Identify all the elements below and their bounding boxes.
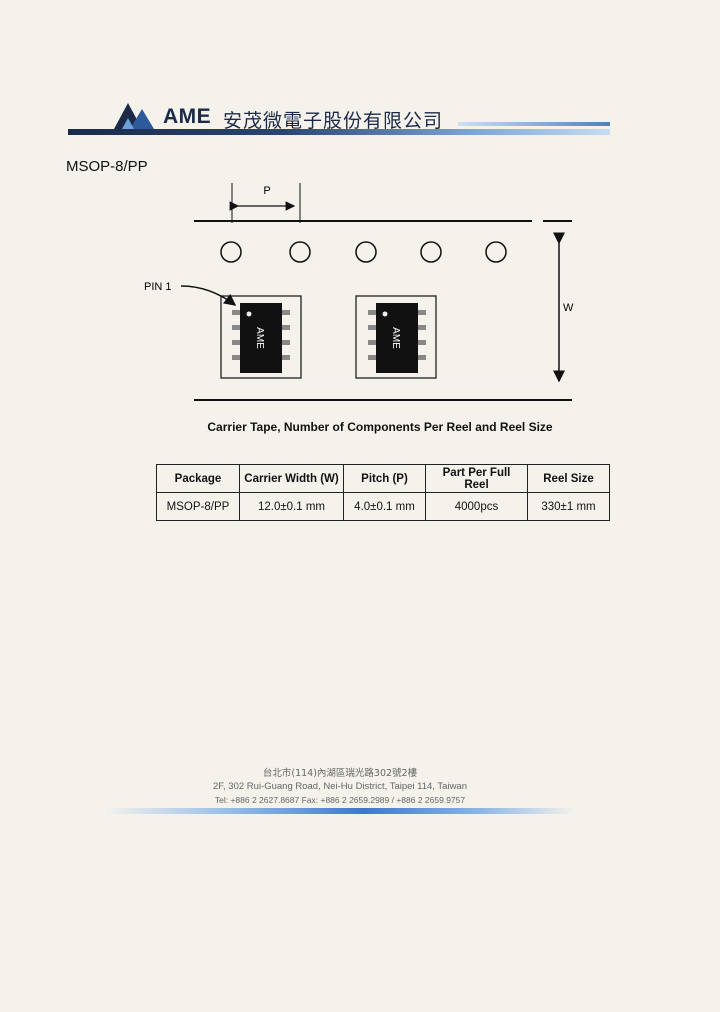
table-cell: 330±1 mm	[527, 492, 610, 521]
company-name-chinese: 安茂微電子股份有限公司	[223, 110, 444, 132]
table-cell: 4000pcs	[425, 492, 528, 521]
component-pocket	[355, 295, 437, 379]
msop-chip	[368, 303, 426, 373]
table-header-row: Package Carrier Width (W) Pitch (P) Part…	[156, 464, 610, 493]
carrier-tape-diagram: P W PIN 1 AME AME	[140, 175, 600, 410]
package-title: MSOP-8/PP	[66, 158, 148, 175]
carrier-tape-drawing: P W PIN 1 AME AME	[144, 183, 574, 401]
ame-logo-icon	[114, 103, 154, 129]
pitch-label: P	[263, 185, 270, 197]
column-header: Pitch (P)	[343, 464, 426, 493]
footer-address-english: 2F, 302 Rui-Guang Road, Nei-Hu District,…	[213, 781, 467, 792]
reel-spec-table: Package Carrier Width (W) Pitch (P) Part…	[156, 464, 610, 521]
brand-name: AME	[163, 105, 212, 128]
component-pocket	[220, 295, 302, 379]
table-cell: 12.0±0.1 mm	[239, 492, 344, 521]
sprocket-hole	[220, 241, 242, 263]
footer-address-chinese: 台北市(114)內湖區瑞光路302號2樓	[262, 768, 418, 779]
sprocket-hole	[289, 241, 311, 263]
chip-marking: AME	[390, 327, 401, 349]
header-accent-bar	[458, 122, 610, 126]
column-header: Part Per Full Reel	[425, 464, 528, 493]
column-header: Carrier Width (W)	[239, 464, 344, 493]
page-header: AME 安茂微電子股份有限公司	[68, 95, 610, 137]
msop-chip	[232, 303, 290, 373]
page-footer: 台北市(114)內湖區瑞光路302號2樓 2F, 302 Rui-Guang R…	[100, 765, 580, 825]
footer-rule	[105, 808, 575, 814]
sprocket-hole	[355, 241, 377, 263]
pin1-leader-arrow	[180, 285, 237, 306]
diagram-caption: Carrier Tape, Number of Components Per R…	[207, 420, 553, 434]
table-cell: 4.0±0.1 mm	[343, 492, 426, 521]
table-row: MSOP-8/PP 12.0±0.1 mm 4.0±0.1 mm 4000pcs…	[156, 492, 610, 521]
pin1-label: PIN 1	[144, 281, 172, 293]
footer-contact: Tel: +886 2 2627.8687 Fax: +886 2 2659.2…	[214, 795, 466, 805]
chip-marking: AME	[254, 327, 265, 349]
sprocket-hole	[485, 241, 507, 263]
table-cell: MSOP-8/PP	[156, 492, 240, 521]
column-header: Package	[156, 464, 240, 493]
header-rule	[68, 129, 610, 135]
column-header: Reel Size	[527, 464, 610, 493]
sprocket-hole	[420, 241, 442, 263]
width-label: W	[563, 302, 574, 314]
